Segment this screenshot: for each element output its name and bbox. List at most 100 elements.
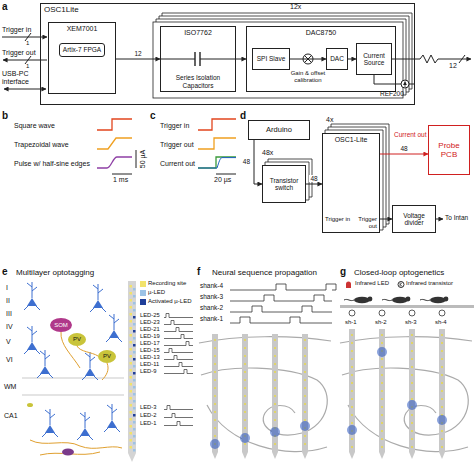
text-label: Closed-loop optogenetics (354, 268, 444, 277)
recording-site (411, 382, 413, 384)
recording-site (411, 422, 413, 424)
text-label: LED-1 (140, 420, 156, 427)
recording-site (244, 443, 246, 445)
recording-site (304, 435, 306, 437)
text-label: II (6, 297, 10, 305)
micro-led (133, 407, 136, 410)
recording-site (441, 430, 443, 432)
pv-cell-text: PV (103, 353, 111, 360)
recording-site (411, 374, 413, 376)
recording-site (130, 404, 133, 407)
recording-site (381, 406, 383, 408)
recording-site (381, 446, 383, 448)
recording-site (304, 403, 306, 405)
text-label: Current out (394, 131, 427, 138)
text-label: Current out (160, 160, 195, 168)
recording-site (411, 350, 413, 352)
text-label: 1 (26, 40, 29, 47)
isolator-box: ISO7762Series Isolation Capacitors (160, 26, 236, 92)
legend-text: Activated µ-LED (148, 298, 191, 305)
light-spot (210, 439, 220, 449)
driver-box: OSC1-LiteTrigger inTrigger out (322, 133, 380, 233)
ir-transistor-symbol (409, 310, 415, 316)
micro-led (133, 365, 136, 368)
recording-site (130, 341, 133, 344)
edge-label: 48 (399, 145, 408, 152)
recording-site (351, 374, 353, 376)
recording-site (274, 339, 276, 341)
text-label: To Intan (445, 214, 468, 221)
shank-pulse-trace (230, 306, 332, 312)
shank-pulse-trace (230, 284, 336, 290)
connector (380, 154, 428, 155)
connector (348, 59, 356, 60)
recording-site (441, 446, 443, 448)
text-label: shank-3 (200, 293, 223, 300)
text-label: 48x (262, 149, 273, 157)
connector (116, 59, 160, 60)
recording-site (381, 366, 383, 368)
recording-site (351, 398, 353, 400)
probe-shank-tip (212, 452, 218, 459)
recording-site (411, 342, 413, 344)
text-label: Multilayer optotagging (16, 268, 94, 277)
recording-site (304, 355, 306, 357)
recording-site (274, 443, 276, 445)
divider-box: Voltage divider (392, 205, 436, 233)
light-spot (407, 400, 417, 410)
housing-box-text: OSC1Lite (44, 5, 411, 14)
text-label: Trigger in (2, 26, 31, 34)
text-label: 12 (449, 62, 457, 70)
recording-site (130, 432, 133, 435)
recording-site (274, 387, 276, 389)
led-pulse-trace (164, 328, 193, 332)
recording-site (381, 358, 383, 360)
legend-text: µ-LED (148, 289, 165, 296)
recording-site (441, 374, 443, 376)
text-label: Trigger out (2, 49, 36, 57)
micro-led (133, 302, 136, 305)
current-source-box: Current Source (356, 43, 392, 75)
micro-led (133, 351, 136, 354)
recording-site (304, 379, 306, 381)
recording-site (130, 362, 133, 365)
recording-site (214, 347, 216, 349)
micro-led (133, 442, 136, 445)
recording-site (351, 406, 353, 408)
recording-site (304, 387, 306, 389)
probe-shank-tip (409, 452, 415, 459)
recording-site (130, 306, 133, 309)
recording-site (381, 422, 383, 424)
text-label: shank-1 (200, 315, 223, 322)
text-label: Trigger out (160, 141, 194, 149)
recording-site (381, 374, 383, 376)
recording-site (244, 427, 246, 429)
micro-led (133, 309, 136, 312)
recording-site (381, 382, 383, 384)
recording-site (304, 363, 306, 365)
spi-box-text: SPI Slave (257, 55, 286, 62)
micro-led (133, 393, 136, 396)
recording-site (130, 397, 133, 400)
recording-site (441, 358, 443, 360)
recording-site (441, 406, 443, 408)
legend-text: Recording site (148, 280, 186, 287)
recording-site (244, 355, 246, 357)
light-spot (270, 427, 280, 437)
text-label: LED-25 (140, 312, 160, 319)
text-label: e (2, 266, 8, 278)
probe-pcb-box: Probe PCB (428, 125, 470, 175)
micro-led (133, 330, 136, 333)
recording-site (214, 363, 216, 365)
text-label: LED-3 (140, 404, 156, 411)
led-pulse-trace (164, 363, 193, 367)
pv-cell: PV (98, 350, 116, 363)
recording-site (411, 446, 413, 448)
recording-site (411, 334, 413, 336)
text-label: Infrared transistor (406, 280, 453, 287)
led-pulse-trace (164, 342, 193, 346)
dac-chip-box-text: DAC8750 (306, 29, 336, 37)
probe-shank (439, 329, 445, 452)
recording-site (214, 355, 216, 357)
recording-site (214, 435, 216, 437)
